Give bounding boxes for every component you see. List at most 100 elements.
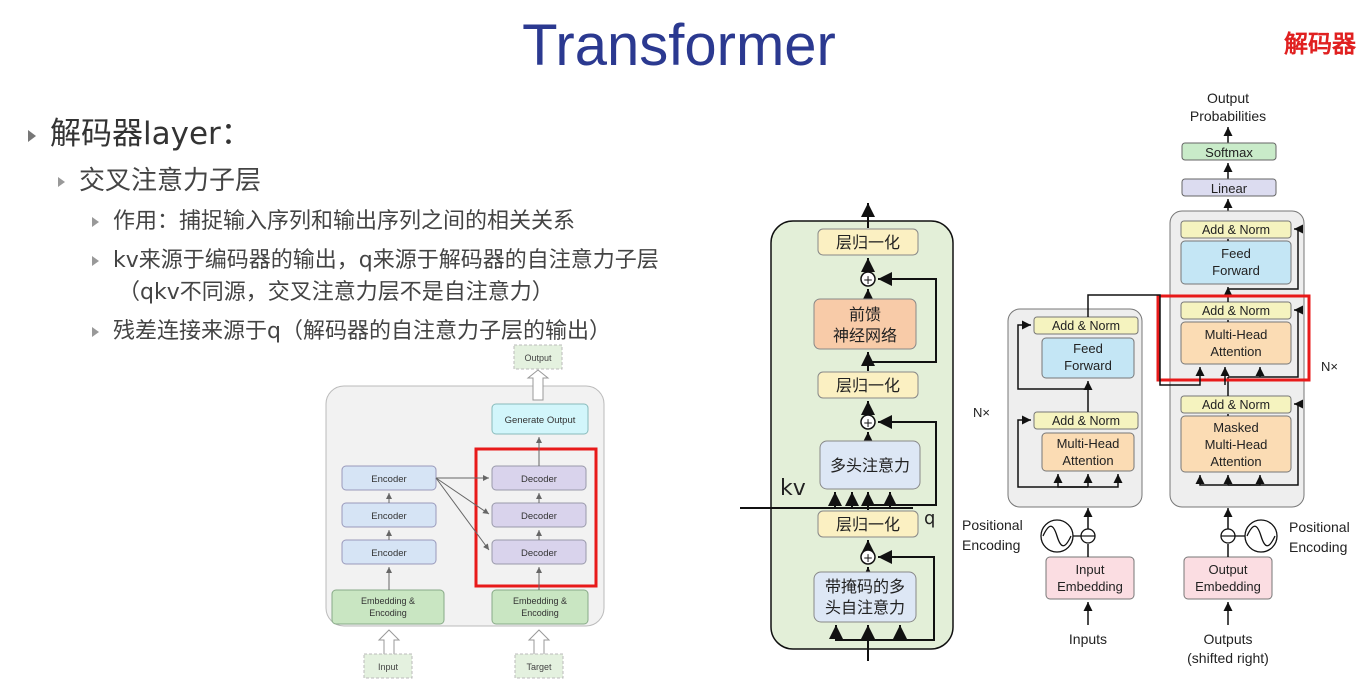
output-arrow-icon [526, 369, 550, 401]
bullet-triangle-icon [28, 129, 36, 142]
masked-attention-box [813, 571, 917, 623]
embedding-label: Embedding & [361, 596, 415, 606]
embedding-label: Embedding & [513, 596, 567, 606]
outputs-label: (shifted right) [1187, 650, 1269, 666]
plus-label: + [863, 416, 873, 430]
linear-label: Linear [1211, 181, 1248, 196]
transformer-architecture-diagram: Output Probabilities Softmax Linear Add … [962, 90, 1350, 666]
layer-norm-top-label: 层归一化 [836, 233, 900, 252]
bullet-level2-text: 交叉注意力子层 [79, 166, 262, 196]
q-label: q [924, 508, 935, 529]
bullet-level1: 解码器layer： [28, 108, 252, 153]
feed-forward-label: Forward [1212, 263, 1260, 278]
kv-label: kv [780, 476, 806, 501]
target-label: Target [526, 662, 552, 672]
generate-output-label: Generate Output [505, 415, 576, 426]
layer-norm-mid-label: 层归一化 [836, 376, 900, 395]
add-norm-box [1033, 316, 1139, 335]
residual-add-icon [860, 549, 876, 565]
masked-multi-head-label: Masked [1213, 420, 1259, 435]
bullet-level1-text: 解码器layer： [50, 116, 252, 152]
masked-multi-head-label: Multi-Head [1205, 437, 1268, 452]
output-box [513, 344, 563, 370]
model-container [325, 385, 605, 627]
decoder-layer-diagram: 层归一化 + 前馈 神经网络 层归一化 + 多头注意力 kv q 层归一化 + … [740, 203, 954, 661]
softmax-box [1181, 142, 1277, 161]
plus-label: + [863, 551, 873, 565]
corner-label: 解码器 [1284, 30, 1356, 58]
add-norm-label: Add & Norm [1052, 414, 1120, 428]
layer-norm-low [817, 510, 919, 538]
bullet-level2: 交叉注意力子层 [58, 160, 261, 197]
encoder-nx-label: N× [973, 405, 990, 420]
add-norm-box [1033, 411, 1139, 430]
multi-head-label: Multi-Head [1205, 327, 1268, 342]
input-embedding-label: Embedding [1057, 579, 1123, 594]
bullet-level3-2-text: kv来源于编码器的输出，q来源于解码器的自注意力子层 [113, 248, 659, 273]
decoder-label: Decoder [521, 548, 557, 559]
embedding-box-left [331, 589, 445, 625]
generate-output-box [491, 403, 589, 435]
target-box [514, 653, 564, 679]
multi-head-attention-box [1041, 432, 1135, 472]
output-embedding-label: Output [1208, 562, 1247, 577]
add-norm-box [1180, 301, 1292, 320]
add-norm-label: Add & Norm [1052, 319, 1120, 333]
masked-attention-label: 带掩码的多 [825, 577, 905, 596]
feed-forward-box [813, 298, 917, 350]
add-norm-label: Add & Norm [1202, 223, 1270, 237]
ffn-label: 前馈 [849, 305, 881, 324]
bullet-triangle-icon [92, 327, 99, 337]
cross-attention-highlight-box [1156, 294, 1311, 382]
encoder-positional-encoding-label: Positional [962, 517, 1023, 533]
masked-attention-label: 头自注意力 [825, 598, 905, 617]
decoder-positional-encoding-label: Positional [1289, 519, 1350, 535]
input-label: Input [378, 662, 399, 672]
masked-multi-head-attention-box [1180, 415, 1292, 473]
output-probabilities-label: Output [1207, 90, 1249, 106]
layer-norm-top [817, 228, 919, 256]
bullet-level3-3: 残差连接来源于q（解码器的自注意力子层的输出） [92, 313, 611, 345]
bullet-triangle-icon [92, 256, 99, 266]
cross-attention-box [819, 440, 921, 490]
ffn-label: 神经网络 [833, 326, 897, 345]
layer-norm-low-label: 层归一化 [836, 515, 900, 534]
residual-add-icon [860, 414, 876, 430]
encoder-positional-encoding-label: Encoding [962, 537, 1020, 553]
residual-add-icon [860, 271, 876, 287]
encoder-label: Encoder [371, 474, 406, 485]
plus-label: + [863, 273, 873, 287]
bullet-level3-2: kv来源于编码器的输出，q来源于解码器的自注意力子层 [92, 242, 659, 274]
add-norm-box [1180, 395, 1292, 414]
add-norm-label: Add & Norm [1202, 398, 1270, 412]
multi-head-label: Attention [1062, 453, 1113, 468]
layer-norm-mid [817, 371, 919, 399]
add-norm-label: Add & Norm [1202, 304, 1270, 318]
linear-box [1181, 178, 1277, 197]
decoder-label: Decoder [521, 511, 557, 522]
feed-forward-label: Feed [1073, 341, 1103, 356]
multi-head-attention-box [1180, 321, 1292, 365]
output-label: Output [524, 353, 552, 363]
feed-forward-box [1041, 337, 1135, 379]
embedding-box-right [491, 589, 589, 625]
embedding-label: Encoding [521, 608, 559, 618]
bullet-triangle-icon [58, 176, 65, 187]
decoder-label: Decoder [521, 474, 557, 485]
output-embedding-label: Embedding [1195, 579, 1261, 594]
feed-forward-label: Feed [1221, 246, 1251, 261]
encoder-label: Encoder [371, 511, 406, 522]
input-box [363, 653, 413, 679]
input-embedding-box [1045, 556, 1135, 600]
bullet-triangle-icon [92, 217, 99, 227]
decoder-positional-encoding-label: Encoding [1289, 539, 1347, 555]
outputs-label: Outputs [1203, 631, 1252, 647]
softmax-label: Softmax [1205, 145, 1253, 160]
cross-attention-label: 多头注意力 [830, 456, 910, 475]
feed-forward-box [1180, 240, 1292, 285]
encoder-decoder-diagram: Output Generate Output Encoder Encoder E… [325, 344, 605, 679]
output-probabilities-label: Probabilities [1190, 108, 1266, 124]
decoder-nx-label: N× [1321, 359, 1338, 374]
masked-multi-head-label: Attention [1210, 454, 1261, 469]
decoder-highlight-box [474, 447, 598, 588]
